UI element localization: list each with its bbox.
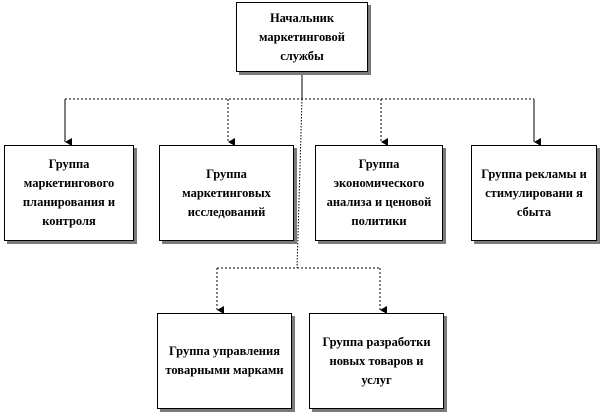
- group-economic-analysis-box: Группа экономического анализа и ценовой …: [315, 145, 443, 241]
- group-advertising-box: Группа рекламы и стимулировани я сбыта: [471, 145, 597, 241]
- group-research-label: Группа маркетинговых исследований: [182, 166, 271, 219]
- group-economic-analysis-label: Группа экономического анализа и ценовой …: [326, 157, 432, 228]
- group-planning-box: Группа маркетингового планирования и кон…: [4, 145, 134, 241]
- group-product-development-label: Группа разработки новых товаров и услуг: [322, 334, 431, 387]
- group-brand-management-box: Группа управления товарными марками: [157, 313, 292, 409]
- head-label: Начальник маркетинговой службы: [258, 10, 346, 63]
- head-box: Начальник маркетинговой службы: [236, 2, 368, 72]
- group-research-box: Группа маркетинговых исследований: [159, 145, 294, 241]
- group-brand-management-label: Группа управления товарными марками: [165, 344, 284, 377]
- trunk-lower-line: [296, 98, 303, 269]
- group-advertising-label: Группа рекламы и стимулировани я сбыта: [481, 166, 587, 219]
- group-product-development-box: Группа разработки новых товаров и услуг: [309, 313, 444, 409]
- group-planning-label: Группа маркетингового планирования и кон…: [22, 157, 116, 228]
